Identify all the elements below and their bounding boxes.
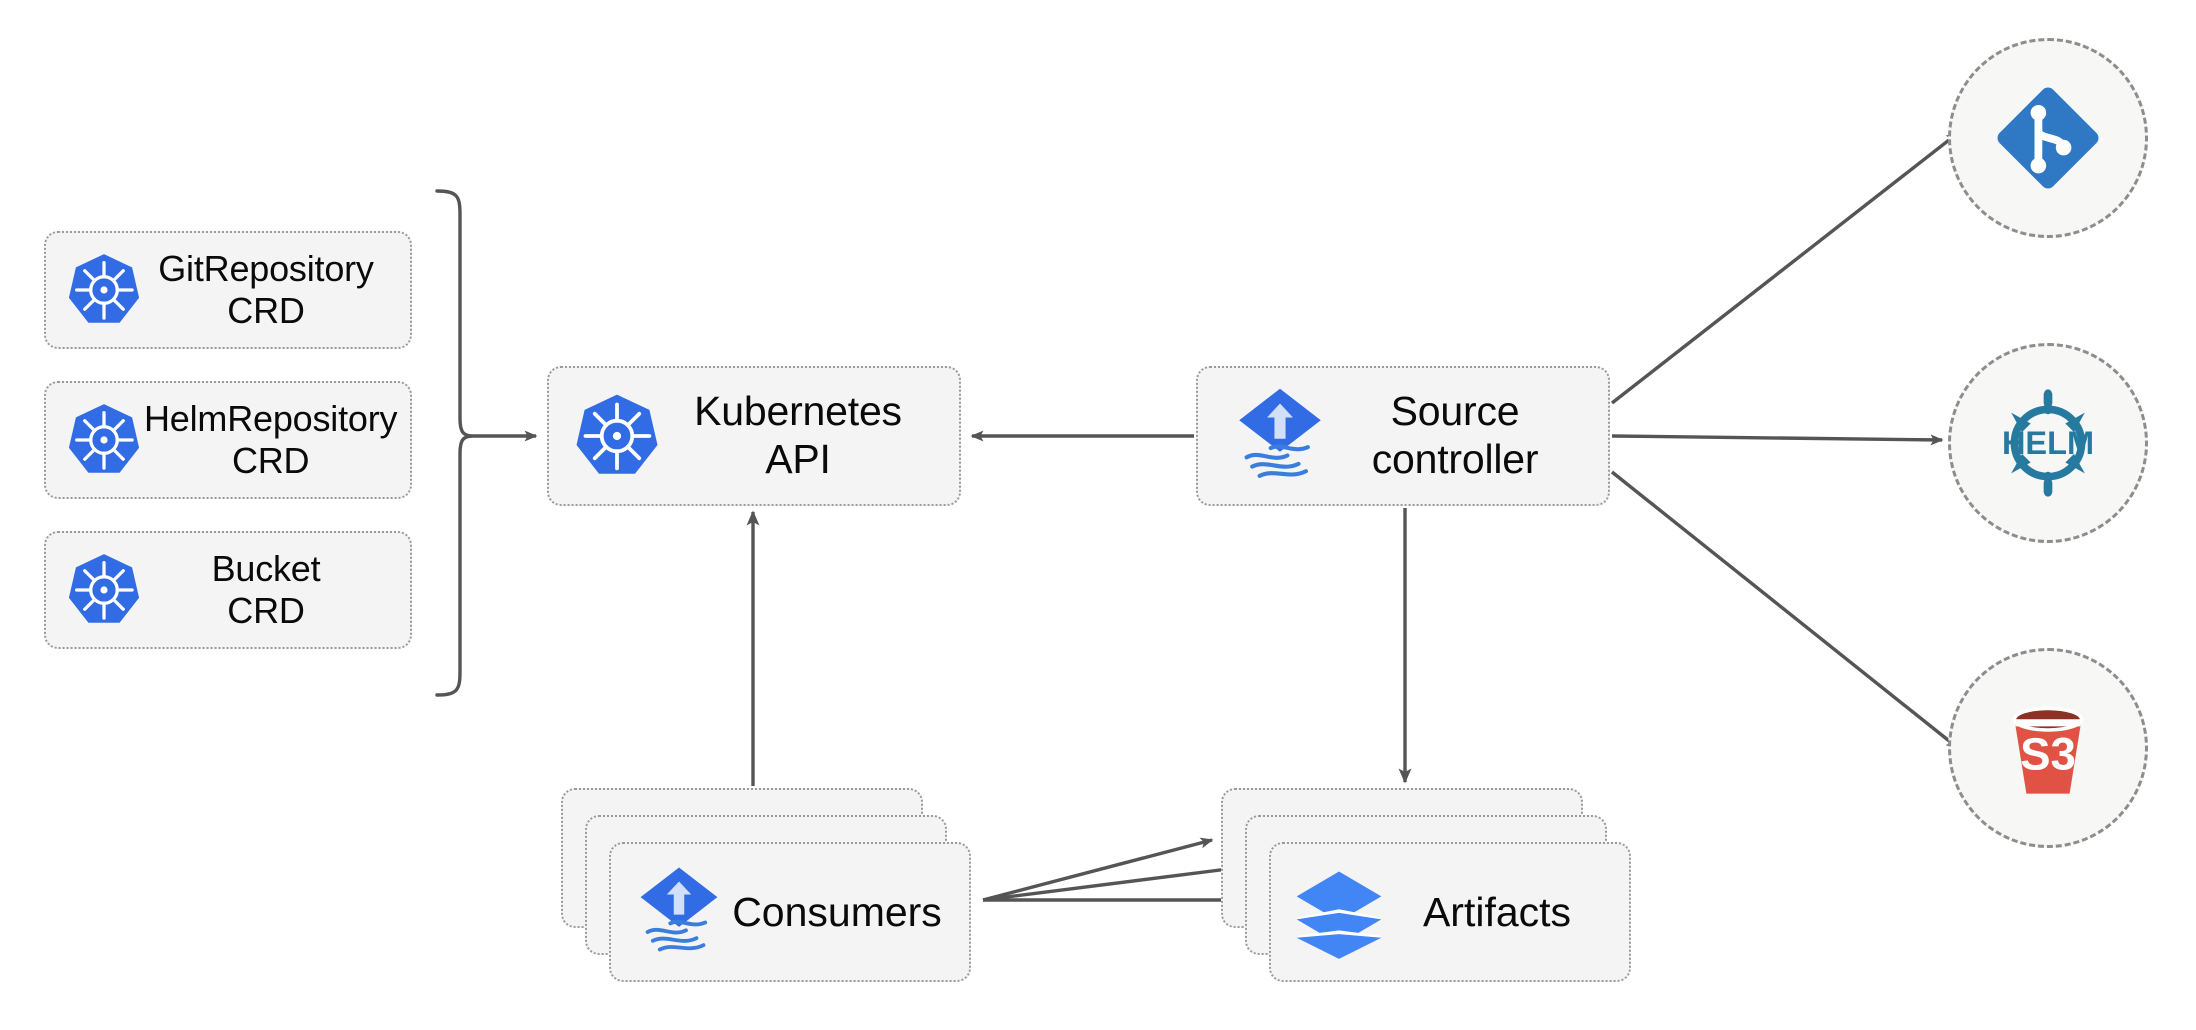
kubernetes-icon — [64, 550, 144, 630]
edge-consumers-to-artifacts-1 — [982, 837, 1214, 902]
flux-icon — [1232, 384, 1328, 488]
s3-bucket-icon: S3 — [2012, 706, 2084, 794]
crd-group-brace — [435, 189, 474, 697]
stack-sheet-front[interactable]: Artifacts — [1269, 842, 1631, 982]
kubernetes-icon — [571, 390, 663, 482]
edge-consumers-to-artifacts-2 — [982, 863, 1238, 902]
flux-icon — [633, 862, 725, 962]
helm-icon: HELM — [2002, 389, 2094, 497]
s3-wordmark: S3 — [2020, 729, 2076, 780]
node-label: Artifacts — [1422, 888, 1572, 935]
node-kubernetes-api[interactable]: Kubernetes API — [547, 366, 961, 506]
edge-source-to-helm — [1611, 434, 1944, 446]
node-label: Consumers — [732, 888, 942, 935]
layers-icon — [1293, 862, 1385, 962]
kubernetes-icon — [64, 400, 144, 480]
stack-sheet-front[interactable]: Consumers — [609, 842, 971, 982]
git-icon — [1997, 87, 2099, 189]
edge-source-to-s3 — [1610, 470, 1960, 750]
external-git-source[interactable] — [1948, 38, 2148, 238]
node-consumers[interactable]: Consumers — [561, 788, 981, 988]
node-artifacts[interactable]: Artifacts — [1221, 788, 1641, 988]
external-helm-source[interactable]: HELM — [1948, 343, 2148, 543]
helm-wordmark: HELM — [2002, 425, 2094, 461]
external-s3-source[interactable]: S3 — [1948, 648, 2148, 848]
edge-source-to-git — [1610, 131, 1960, 405]
node-label: Kubernetes API — [694, 388, 902, 482]
kubernetes-icon — [64, 250, 144, 330]
